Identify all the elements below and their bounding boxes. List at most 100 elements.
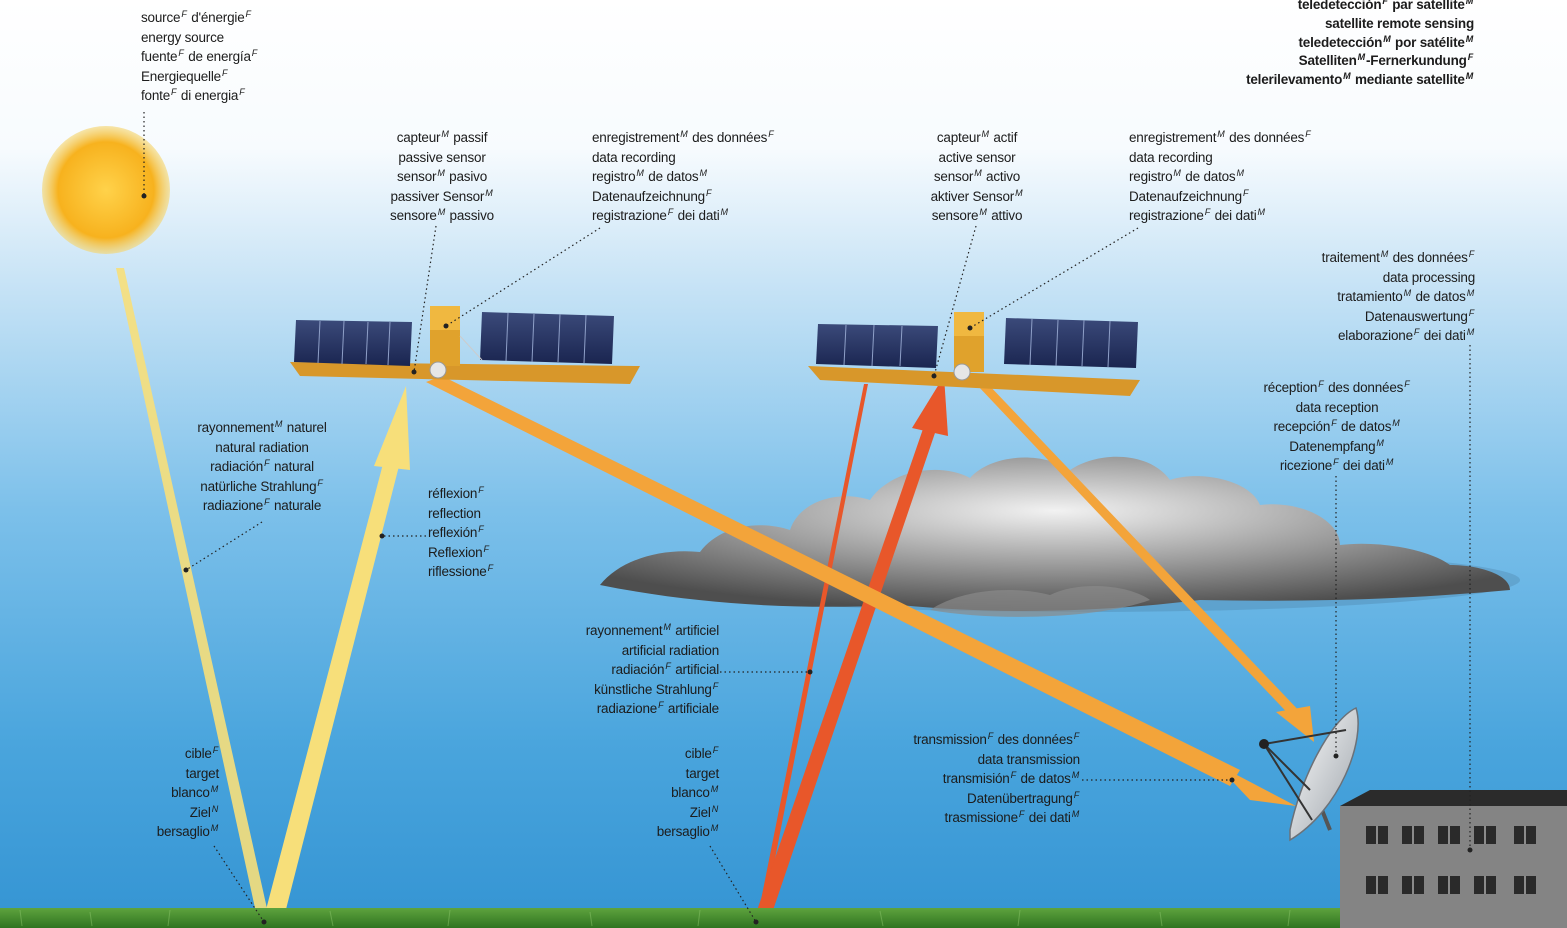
term-text: blanco [671, 785, 710, 801]
term-text: bersaglio [656, 824, 710, 840]
term-text: capteur [936, 130, 981, 145]
label-line: capteurM actif [918, 128, 1036, 148]
term-text: fuente [141, 49, 178, 65]
label-line: ZielN [657, 803, 719, 823]
gender-marker: M [663, 622, 671, 632]
gender-marker: N [211, 803, 219, 814]
sun [42, 126, 170, 254]
term-text: passive sensor [398, 149, 486, 165]
gender-marker: M [1392, 418, 1400, 429]
label-line: teledetecciónM por satéliteM [1246, 34, 1474, 53]
term-text: data recording [592, 149, 676, 165]
gender-marker: F [181, 9, 187, 19]
label-line: ZielN [157, 803, 219, 823]
gender-marker: M [274, 419, 283, 429]
term-text: Datenaufzeichnung [592, 188, 705, 204]
gender-marker: F [1413, 327, 1420, 338]
label-line: target [157, 764, 220, 784]
term-text: natürliche Strahlung [200, 478, 317, 494]
term-text: des données [994, 732, 1073, 747]
term-text: blanco [171, 785, 210, 801]
label-line: teledetecciónF par satelliteM [1246, 0, 1474, 15]
label-line: radiaciónF natural [188, 457, 336, 477]
term-text: target [685, 765, 720, 781]
ground-station-building [1340, 790, 1567, 928]
gender-marker: M [1015, 187, 1023, 198]
gender-marker: M [1465, 71, 1474, 82]
reflection-arrow [262, 460, 400, 925]
term-text: Ziel [189, 804, 211, 820]
passive-satellite [290, 306, 640, 384]
term-text: recepción [1273, 419, 1331, 435]
label-line: registrazioneF dei datiM [1129, 206, 1312, 226]
term-text: künstliche Strahlung [594, 681, 712, 697]
label-line: cibleF [157, 744, 219, 764]
label-line: data processing [1322, 268, 1476, 288]
gender-marker: M [1071, 809, 1080, 820]
label-line: aktiver SensorM [918, 187, 1036, 207]
gender-marker: M [1376, 437, 1384, 448]
data-transmission-arrow [426, 376, 1240, 786]
term-text: registrazione [592, 208, 667, 224]
label-line: blancoM [657, 783, 719, 803]
label-line: data transmission [913, 750, 1081, 770]
label-line: registroM de datosM [1129, 167, 1312, 187]
label-line: fuenteF de energíaF [141, 47, 258, 67]
gender-marker: M [1465, 0, 1474, 6]
term-text: de datos [644, 169, 699, 185]
gender-marker: F [221, 67, 228, 78]
term-text: radiazione [596, 701, 658, 717]
term-text: di energia [177, 88, 239, 104]
term-text: sensore [931, 208, 979, 224]
gender-marker: M [210, 823, 219, 834]
term-text: passiver Sensor [390, 188, 485, 204]
gender-marker: M [485, 187, 493, 198]
term-text: trasmissione [944, 810, 1019, 826]
term-text: ricezione [1279, 458, 1333, 474]
term-text: activo [982, 169, 1021, 185]
label-line: natural radiation [188, 438, 336, 458]
term-text: capteur [396, 130, 441, 145]
term-text: Energiequelle [141, 68, 221, 84]
term-text: mediante satellite [1351, 72, 1465, 88]
label-line: cibleF [657, 744, 719, 764]
label-line: DatenauswertungF [1322, 307, 1475, 327]
gender-marker: M [1466, 327, 1475, 338]
label-line: blancoM [157, 783, 219, 803]
satellite-dish [1259, 706, 1359, 842]
gender-marker: F [1073, 731, 1080, 741]
artificial-radiation-arrowhead [912, 376, 948, 436]
term-text: dei dati [1420, 328, 1466, 344]
label-line: capteurM passif [381, 128, 503, 148]
label-line: enregistrementM des donnéesF [1129, 128, 1312, 148]
label-line: traitementM des donnéesF [1322, 248, 1475, 268]
term-text: passif [449, 130, 488, 145]
term-text: por satélite [1391, 34, 1465, 50]
gender-marker: F [1305, 129, 1311, 139]
label-line: target [657, 764, 720, 784]
term-text: cible [184, 746, 212, 761]
leader-dots [141, 193, 1473, 925]
label-line: sourceF d'énergieF [141, 8, 258, 28]
gender-marker: F [1468, 249, 1475, 259]
term-text: des données [1324, 380, 1404, 395]
gender-marker: M [710, 823, 719, 834]
term-text: de datos [1337, 419, 1392, 435]
label-line: reflection [428, 504, 494, 524]
gender-marker: F [264, 497, 270, 508]
gender-marker: F [483, 543, 489, 554]
gender-marker: M [437, 168, 445, 179]
term-text: Datenübertragung [967, 790, 1073, 806]
gender-marker: F [1242, 187, 1249, 198]
label-line: EnergiequelleF [141, 67, 258, 87]
term-text: sensor [396, 169, 437, 185]
term-text: attivo [987, 208, 1023, 224]
data-transmission-arrowhead-2 [1276, 706, 1314, 742]
term-text: cible [684, 746, 712, 761]
term-text: enregistrement [1129, 130, 1217, 145]
term-text: data reception [1295, 399, 1379, 415]
term-text: data recording [1129, 149, 1213, 165]
